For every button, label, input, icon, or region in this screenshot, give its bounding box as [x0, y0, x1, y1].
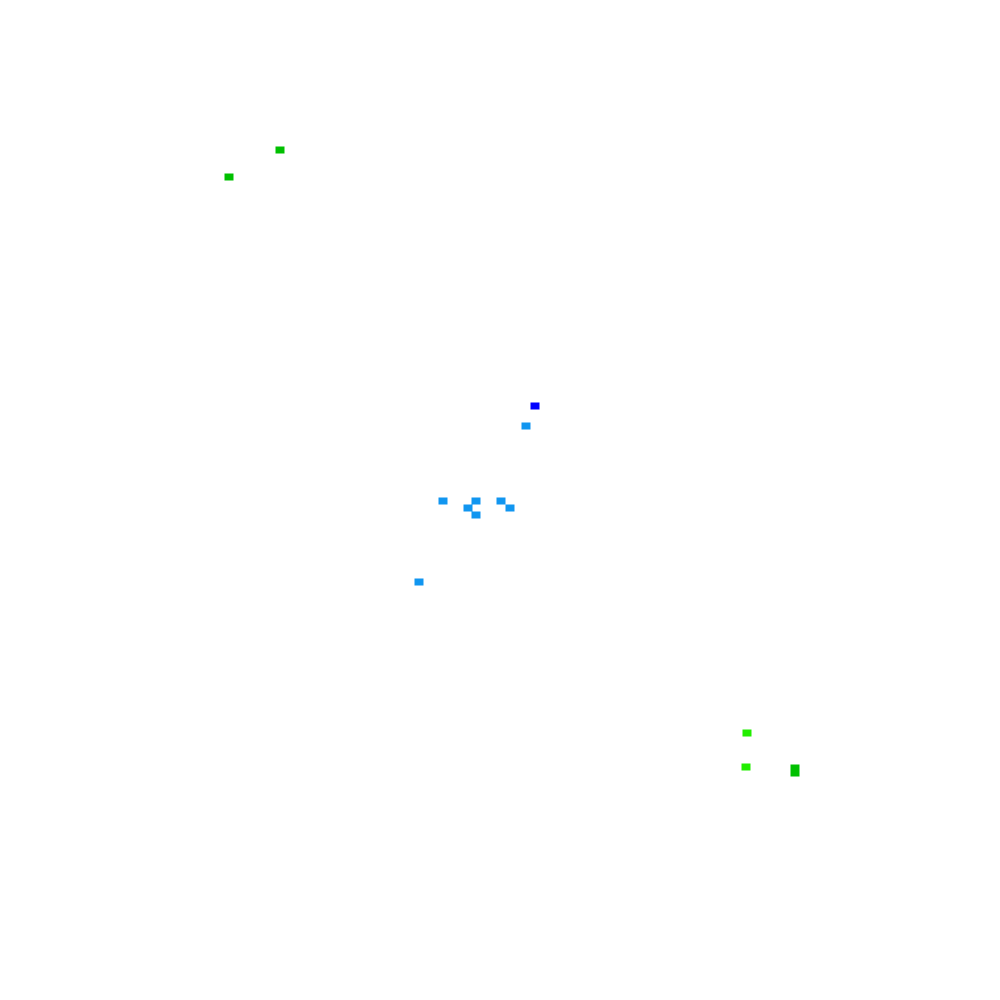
data-point-2-1 [438, 497, 448, 505]
data-point-1-0 [530, 402, 540, 410]
series-0 [224, 146, 800, 777]
data-point-2-6 [471, 511, 481, 519]
data-point-2-3 [496, 497, 506, 505]
data-point-2-4 [463, 504, 473, 512]
data-point-2-2 [471, 497, 481, 505]
data-point-0-3 [790, 769, 800, 777]
data-point-2-7 [414, 578, 424, 586]
data-point-3-0 [742, 729, 752, 737]
series-3 [741, 729, 752, 771]
data-point-0-0 [275, 146, 285, 154]
series-1 [530, 402, 540, 410]
data-point-3-1 [741, 763, 751, 771]
data-point-0-1 [224, 173, 234, 181]
data-point-0-2 [790, 764, 800, 772]
data-points [224, 146, 800, 777]
data-point-2-0 [521, 422, 531, 430]
data-point-2-5 [505, 504, 515, 512]
series-2 [414, 422, 531, 586]
